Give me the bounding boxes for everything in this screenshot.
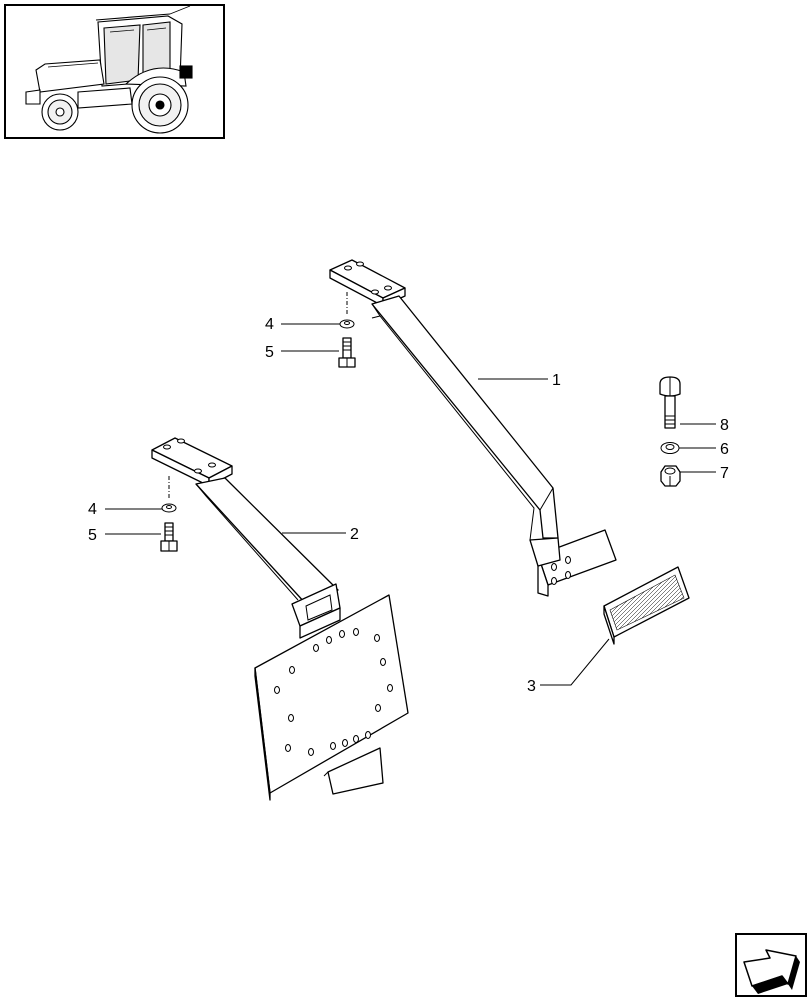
rear-bracket-part-1 (329, 259, 617, 597)
bolt-part-5-lower (160, 522, 178, 552)
callout-8: 8 (720, 417, 729, 434)
bolt-part-5-upper (338, 337, 356, 368)
next-page-arrow-icon[interactable] (735, 933, 807, 997)
reflector-part-3 (603, 566, 690, 645)
callout-4-upper: 4 (265, 316, 274, 333)
callout-3: 3 (527, 678, 536, 695)
tractor-icon (25, 5, 193, 134)
front-bracket-part-2 (151, 437, 409, 801)
callout-5-lower: 5 (88, 527, 97, 544)
washer-part-6 (660, 442, 680, 454)
callout-7: 7 (720, 465, 729, 482)
callout-5-upper: 5 (265, 344, 274, 361)
leader-lines (105, 323, 716, 686)
callout-2: 2 (350, 526, 359, 543)
callout-1: 1 (552, 372, 561, 389)
callout-6: 6 (720, 441, 729, 458)
callout-4-lower: 4 (88, 501, 97, 518)
tractor-thumbnail (4, 4, 225, 139)
nut-part-7 (660, 465, 681, 487)
bolt-part-8 (659, 376, 681, 429)
callout-labels: 1 2 3 4 5 4 5 8 6 7 (88, 316, 729, 695)
washer-part-4-lower (161, 503, 177, 513)
washer-part-4-upper (339, 319, 355, 329)
